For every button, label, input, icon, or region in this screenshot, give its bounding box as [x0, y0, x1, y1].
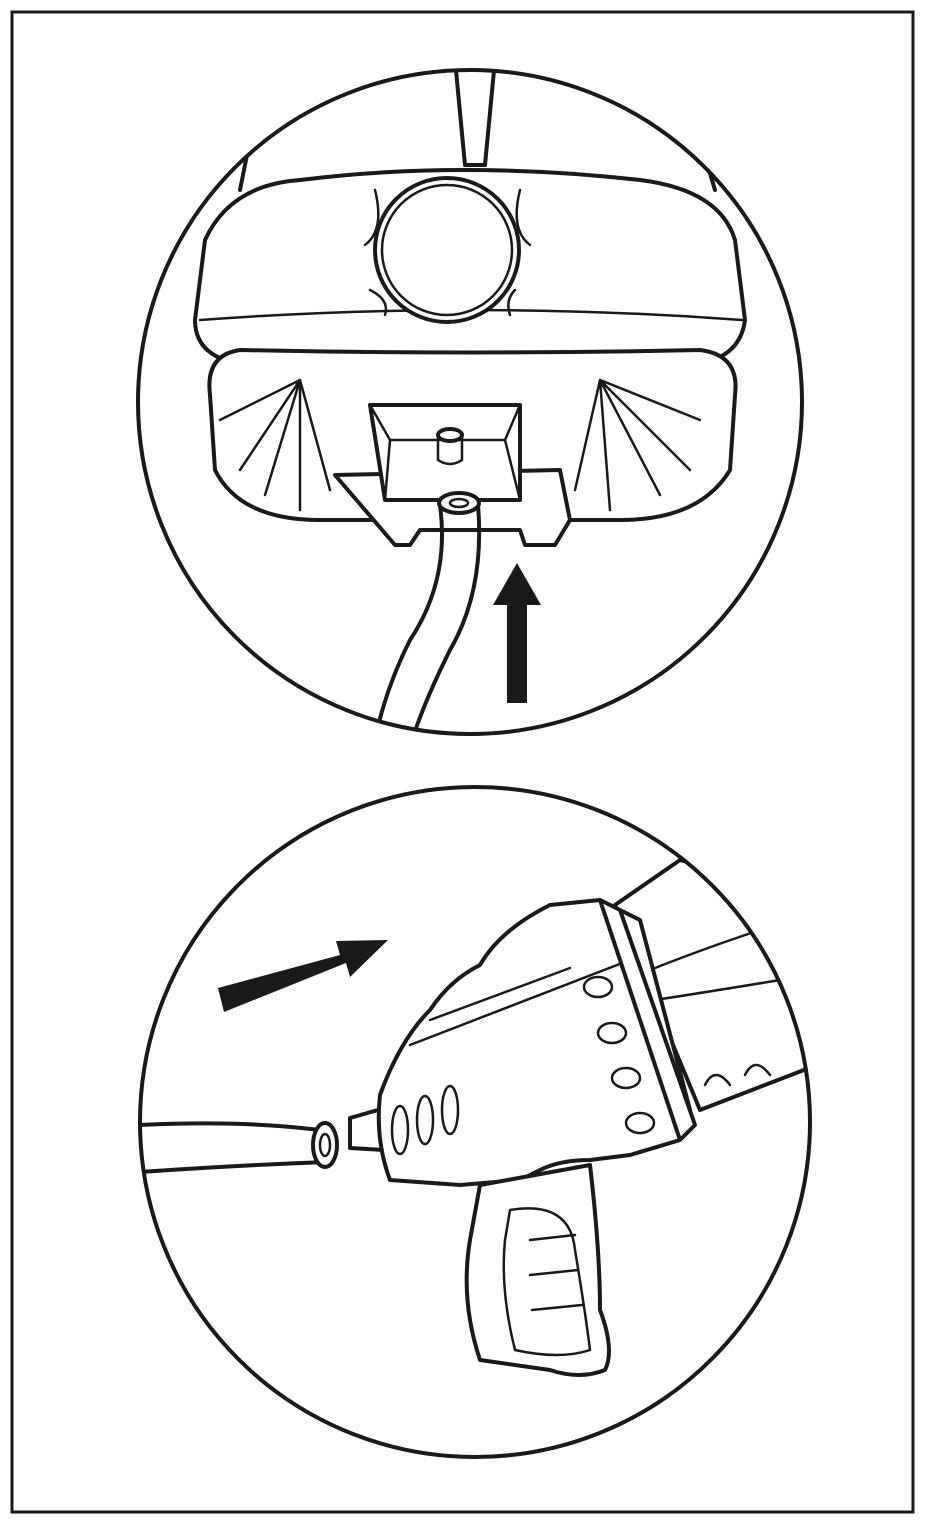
spray-gun: [348, 858, 810, 1377]
hose: [373, 491, 482, 734]
arrow-up-icon: [493, 563, 541, 703]
hose: [140, 1121, 339, 1174]
arrow-up-right-icon: [218, 940, 388, 1012]
bottom-step-panel: [138, 785, 812, 1459]
top-step-panel: [136, 68, 804, 736]
bottom-detail-circle: [138, 785, 812, 1459]
top-detail-circle: [136, 68, 804, 736]
